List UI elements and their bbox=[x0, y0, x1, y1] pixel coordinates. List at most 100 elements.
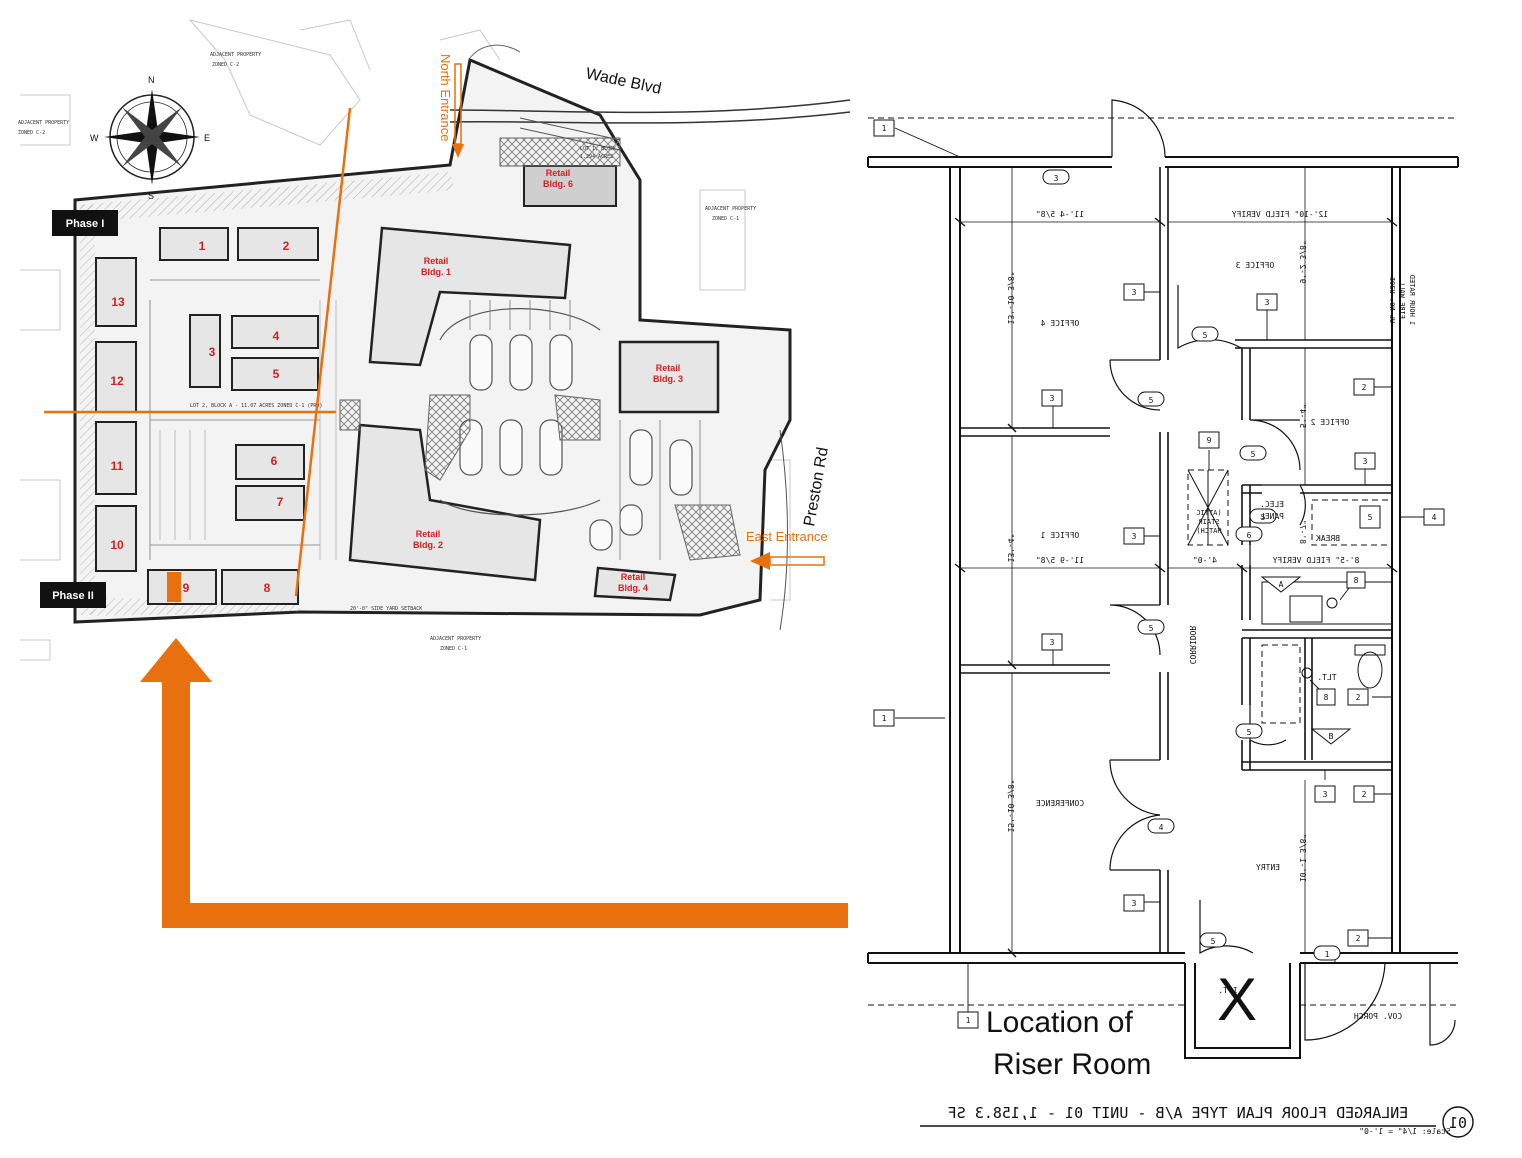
tag-1-a: 1 bbox=[882, 124, 887, 133]
retail-bldg-1-line1: Retail bbox=[424, 256, 449, 266]
office-number-1: 1 bbox=[199, 239, 206, 253]
retail-bldg-4-line1: Retail bbox=[621, 572, 646, 582]
retail-bldg-1-line2: Bldg. 1 bbox=[421, 267, 451, 277]
tag-5-a: 5 bbox=[1368, 513, 1373, 522]
arrow-head-icon bbox=[140, 638, 212, 682]
floor-plan-scale: Scale: 1/4" = 1'-0" bbox=[1359, 1127, 1451, 1136]
office-number-8: 8 bbox=[264, 581, 271, 595]
tag-3-e: 3 bbox=[1132, 899, 1137, 908]
phase-1-box bbox=[52, 210, 118, 236]
room-office2: OFFICE 2 bbox=[1311, 418, 1350, 427]
tag-5-h: 5 bbox=[1211, 937, 1216, 946]
dim-v5: 8'-7" bbox=[1298, 520, 1307, 544]
office-number-3: 3 bbox=[209, 345, 216, 359]
east-entrance-label: East Entrance bbox=[746, 529, 828, 544]
zoned-top-label: ZONED C-2 bbox=[212, 62, 239, 68]
compass-rose-icon: N S E W bbox=[90, 75, 210, 201]
tag-b: B bbox=[1329, 732, 1334, 741]
riser-pointer-arrow bbox=[140, 638, 848, 928]
tag-4-b: 4 bbox=[1159, 823, 1164, 832]
tag-a: A bbox=[1279, 580, 1284, 589]
compass-w: W bbox=[90, 133, 99, 143]
tag-5-f: 5 bbox=[1149, 624, 1154, 633]
office-number-12: 12 bbox=[110, 374, 124, 388]
tag-2-b: 2 bbox=[1356, 693, 1361, 702]
office-number-2: 2 bbox=[283, 239, 290, 253]
tag-9-a: 9 bbox=[1207, 436, 1212, 445]
north-entrance-label: North Entrance bbox=[438, 54, 453, 141]
tag-3-d: 3 bbox=[1050, 638, 1055, 647]
tag-3-f: 3 bbox=[1265, 298, 1270, 307]
compass-e: E bbox=[204, 133, 210, 143]
dim-d4: 4'-0" bbox=[1193, 556, 1217, 565]
dim-v7: 10'-1 3/8" bbox=[1298, 834, 1307, 882]
room-entry: ENTRY bbox=[1256, 863, 1280, 872]
setback-label: 20'-0" SIDE YARD SETBACK bbox=[350, 606, 422, 612]
floor-plan-title: ENLARGED FLOOR PLAN TYPE A/B - UNIT 01 -… bbox=[948, 1104, 1409, 1122]
tag-5-c: 5 bbox=[1149, 396, 1154, 405]
compass-s: S bbox=[148, 191, 154, 201]
phase-1-label: Phase I bbox=[66, 218, 105, 230]
dim-d1: 11'-4 5/8" bbox=[1036, 210, 1084, 219]
fire-wall-line2: FIRE WALL bbox=[1398, 281, 1406, 319]
cov-porch-label: COV. PORCH bbox=[1354, 1012, 1402, 1021]
room-office1: OFFICE 1 bbox=[1041, 531, 1080, 540]
room-break: BREAK bbox=[1316, 534, 1340, 543]
retail-bldg-3-line1: Retail bbox=[656, 363, 681, 373]
retail-bldg-3-line2: Bldg. 3 bbox=[653, 374, 683, 384]
adjacent-top-label: ADJACENT PROPERTY bbox=[210, 52, 261, 58]
attic-line3: HATCH) bbox=[1196, 527, 1221, 535]
wade-blvd-label: Wade Blvd bbox=[584, 65, 663, 98]
site-plan: N S E W ADJACENT PROPERTY ZONED C-2 ADJA… bbox=[18, 19, 851, 661]
riser-label-line2: Riser Room bbox=[993, 1048, 1151, 1081]
retail-bldg-6-line1: Retail bbox=[546, 168, 571, 178]
dim-v2: 9'-2 3/8" bbox=[1298, 240, 1307, 283]
fire-wall-line3: UL NO. U305 bbox=[1388, 277, 1396, 323]
title-number-circle bbox=[1442, 1106, 1474, 1138]
tag-5-d: 5 bbox=[1251, 450, 1256, 459]
tag-5-e: 5 bbox=[1261, 513, 1266, 522]
tag-2-c: 2 bbox=[1362, 790, 1367, 799]
tag-5-b: 5 bbox=[1203, 331, 1208, 340]
dim-v6: 15'-10 3/8" bbox=[1006, 780, 1015, 833]
north-entrance-arrow-icon bbox=[452, 144, 464, 158]
office-number-5: 5 bbox=[273, 367, 280, 381]
dim-d3: 11'-9 5/8" bbox=[1036, 556, 1084, 565]
tag-3-i: 3 bbox=[1054, 174, 1059, 183]
riser-x-mark: X bbox=[1217, 966, 1257, 1033]
room-office3: OFFICE 3 bbox=[1236, 261, 1275, 270]
adjacent-right-label: ADJACENT PROPERTY bbox=[705, 206, 756, 212]
east-entrance-arrow-icon bbox=[750, 552, 770, 570]
tag-3-c: 3 bbox=[1132, 532, 1137, 541]
tag-2-a: 2 bbox=[1362, 383, 1367, 392]
tag-3-h: 3 bbox=[1323, 790, 1328, 799]
attic-line2: STAIR bbox=[1198, 518, 1220, 526]
retail-bldg-2-line1: Retail bbox=[416, 529, 441, 539]
room-tlt: TLT. bbox=[1317, 673, 1336, 682]
zoned-left-label: ZONED C-2 bbox=[18, 130, 45, 136]
tag-8-a: 8 bbox=[1354, 576, 1359, 585]
preston-rd-label: Preston Rd bbox=[801, 446, 832, 528]
phase-2-box bbox=[40, 582, 106, 608]
retail-bldg-4-line2: Bldg. 4 bbox=[618, 583, 648, 593]
office-number-7: 7 bbox=[277, 495, 284, 509]
office-number-13: 13 bbox=[111, 295, 125, 309]
office-number-9: 9 bbox=[183, 581, 190, 595]
tag-3-a: 3 bbox=[1132, 288, 1137, 297]
tag-1-b: 1 bbox=[882, 714, 887, 723]
room-it: I.T. bbox=[1218, 986, 1237, 995]
dim-d2: 12'-10" FIELD VERIFY bbox=[1232, 210, 1329, 219]
title-number: 01 bbox=[1449, 1114, 1467, 1132]
zoned-bottom-label: ZONED C-1 bbox=[440, 646, 467, 652]
elec-panel-line2: PANEL bbox=[1260, 512, 1284, 521]
tag-2-d: 2 bbox=[1356, 934, 1361, 943]
office-number-10: 10 bbox=[110, 538, 124, 552]
office-number-4: 4 bbox=[273, 329, 280, 343]
tag-3-g: 3 bbox=[1363, 457, 1368, 466]
room-conference: CONFERENCE bbox=[1036, 799, 1084, 808]
zoned-right-label: ZONED C-1 bbox=[712, 216, 739, 222]
room-corridor: CORRIDOR bbox=[1188, 626, 1197, 665]
tag-5-g: 5 bbox=[1247, 728, 1252, 737]
room-office4: OFFICE 4 bbox=[1041, 319, 1080, 328]
